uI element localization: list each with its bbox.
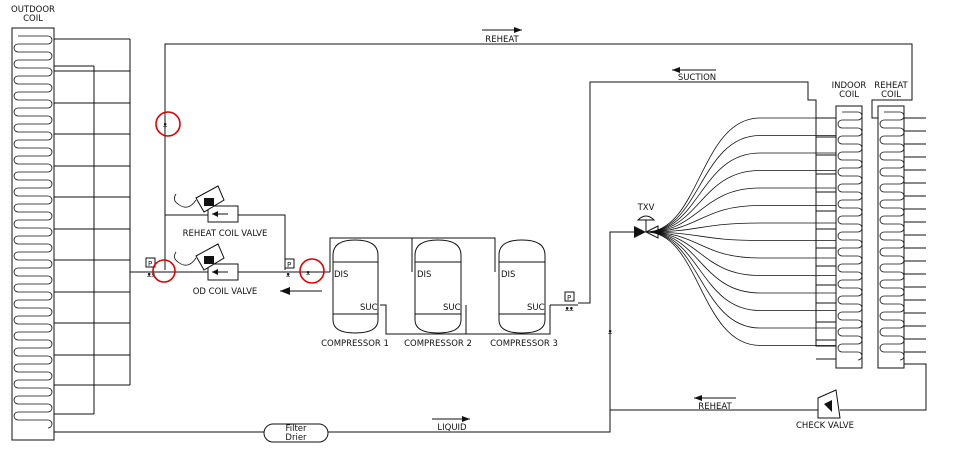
distributor-tube — [645, 222, 836, 233]
compressors: DIS SUC COMPRESSOR 1 DIS SUC COMPRESSOR … — [321, 237, 578, 349]
distributor-tube — [645, 231, 836, 259]
reheat-coil-valve-label: REHEAT COIL VALVE — [183, 229, 268, 239]
svg-text:SUC: SUC — [527, 303, 545, 313]
svg-text:DIS: DIS — [334, 270, 348, 280]
distributor-tube — [645, 205, 836, 233]
indoor-coil: INDOOR COIL — [807, 81, 867, 369]
highlight-circle-od — [152, 259, 176, 283]
outdoor-coil-headers — [54, 38, 131, 415]
distributor-tube — [645, 231, 836, 346]
reheat-coil: REHEAT COIL — [871, 81, 926, 369]
compressor-3: DIS SUC COMPRESSOR 3 — [490, 239, 558, 349]
check-valve-label: CHECK VALVE — [796, 421, 854, 431]
distributor-tube — [645, 187, 836, 233]
compressor-2: DIS SUC COMPRESSOR 2 — [404, 239, 472, 349]
indoor-coil-label-2: COIL — [839, 90, 859, 100]
distributor-tube — [645, 135, 836, 233]
svg-text:DIS: DIS — [417, 270, 431, 280]
reheat-coil-label-2: COIL — [881, 90, 901, 100]
txv-label: TXV — [637, 203, 655, 213]
suction-label: SUCTION — [678, 73, 716, 83]
svg-text:SUC: SUC — [443, 303, 461, 313]
compressor-2-label: COMPRESSOR 2 — [404, 339, 472, 349]
service-valve-glyph: ᴥᴥ — [147, 271, 156, 279]
outdoor-coil-label-1: OUTDOOR — [11, 5, 55, 15]
outdoor-coil: OUTDOOR COIL — [11, 5, 55, 441]
distributor-tube — [645, 117, 836, 233]
svg-text:SUC: SUC — [360, 303, 378, 313]
highlight-circle-reheat — [155, 111, 181, 137]
od-coil-valve: OD COIL VALVE — [130, 243, 330, 297]
service-valve-glyph: ᴥ — [163, 121, 168, 129]
svg-text:P: P — [287, 261, 291, 269]
reheat-coil-label-1: REHEAT — [874, 81, 908, 91]
outdoor-coil-label-2: COIL — [23, 14, 43, 24]
liquid-label: LIQUID — [437, 423, 467, 433]
distributor-tube — [645, 152, 836, 233]
reheat-bottom-label: REHEAT — [698, 402, 732, 412]
svg-text:P: P — [148, 260, 152, 268]
svg-text:DIS: DIS — [501, 270, 515, 280]
distributor-tube — [645, 170, 836, 233]
distributor-tube — [645, 231, 836, 311]
od-coil-valve-label: OD COIL VALVE — [193, 287, 258, 297]
reheat-coil-valve: REHEAT COIL VALVE — [165, 185, 286, 270]
compressor-1-label: COMPRESSOR 1 — [321, 339, 389, 349]
reheat-return-line: REHEAT CHECK VALVE — [610, 363, 927, 431]
distributor-tube — [645, 231, 836, 329]
filter-drier-label-1: Filter — [285, 424, 307, 434]
filter-drier-label-2: Drier — [285, 433, 307, 443]
service-valve-glyph: ᴥ — [608, 328, 613, 336]
distributor-tube — [645, 231, 836, 294]
txv: TXV — [634, 117, 836, 346]
reheat-top-label: REHEAT — [485, 35, 519, 45]
svg-text:P: P — [567, 294, 571, 302]
suction-line: SUCTION — [578, 67, 809, 304]
distributor-tube — [645, 231, 836, 241]
indoor-coil-label-1: INDOOR — [832, 81, 867, 91]
liquid-line: Filter Drier LIQUID ᴥ — [54, 231, 634, 443]
reheat-line: REHEAT ᴥ — [155, 27, 913, 270]
compressor-1: DIS SUC COMPRESSOR 1 — [321, 239, 389, 349]
service-valve-glyph: ᴥ — [306, 269, 311, 277]
distributor-tube — [645, 231, 836, 276]
compressor-3-label: COMPRESSOR 3 — [490, 339, 558, 349]
pressure-switch-suction: P ᴥᴥ — [564, 291, 575, 313]
pressure-switch-left: P ᴥᴥ — [145, 257, 176, 283]
highlight-circle-discharge — [299, 258, 325, 284]
service-valve-glyph: ᴥᴥ — [565, 305, 574, 313]
pressure-switch-discharge: P ᴥ ᴥ — [284, 258, 325, 284]
service-valve-glyph: ᴥ — [286, 271, 291, 279]
